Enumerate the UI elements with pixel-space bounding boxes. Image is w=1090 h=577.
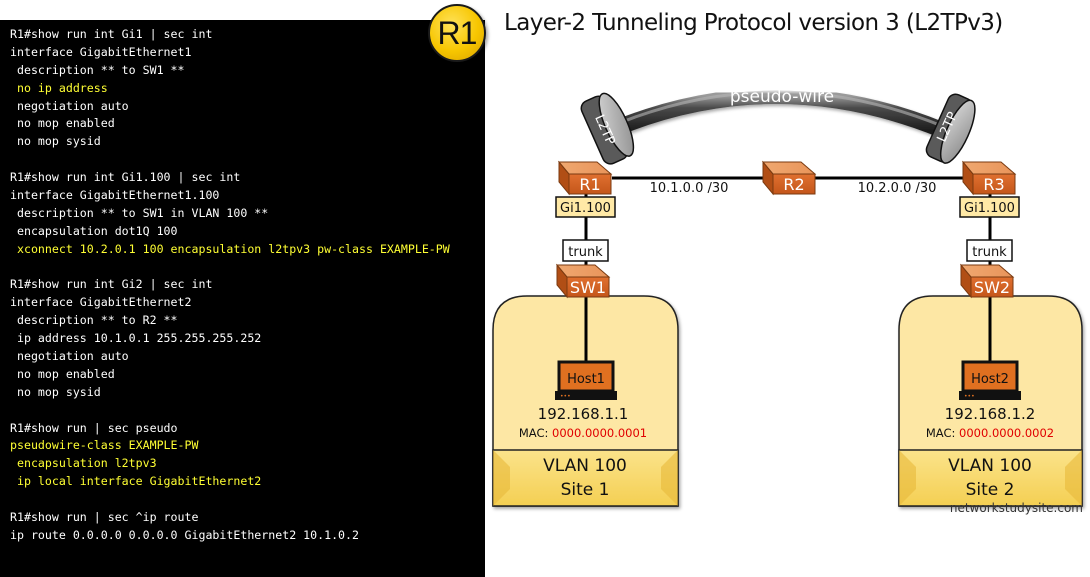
- link-label-r2-r3: 10.2.0.0 /30: [858, 181, 937, 196]
- cli-line: ip route 0.0.0.0 0.0.0.0 GigabitEthernet…: [10, 527, 360, 542]
- host2-mac: MAC: 0000.0000.0002: [926, 426, 1054, 440]
- svg-text:trunk: trunk: [972, 245, 1007, 260]
- cli-line-highlighted: encapsulation l2tpv3: [10, 456, 157, 471]
- router-r1-label: R1: [579, 175, 600, 194]
- cli-line: R1#show run int Gi1.100 | sec int: [10, 170, 241, 185]
- site1-vlan: VLAN 100: [543, 456, 627, 476]
- trunk-label-site2: trunk: [966, 239, 1013, 262]
- link-label-r1-r2: 10.1.0.0 /30: [650, 181, 729, 196]
- interface-label-r3: Gi1.100: [959, 196, 1020, 218]
- cli-output-panel: R1#show run int Gi1 | sec int interface G…: [0, 20, 485, 577]
- pseudowire-label: pseudo-wire: [730, 87, 834, 107]
- watermark: networkstudysite.com: [950, 501, 1083, 515]
- switch-sw2: SW2: [959, 263, 1015, 299]
- site2-vlan: VLAN 100: [948, 456, 1032, 476]
- site-area-1: [492, 295, 679, 507]
- cli-line: no mop sysid: [10, 384, 101, 399]
- cli-line: description ** to R2 **: [10, 313, 178, 328]
- switch-sw1: SW1: [555, 263, 611, 299]
- router-r3: R3: [961, 160, 1017, 196]
- svg-text:Gi1.100: Gi1.100: [560, 201, 611, 216]
- cli-line: ip address 10.1.0.1 255.255.255.252: [10, 331, 262, 346]
- router-r2-label: R2: [783, 175, 804, 194]
- cli-line: R1#show run int Gi1 | sec int: [10, 27, 213, 41]
- cli-line: encapsulation dot1Q 100: [10, 223, 178, 238]
- cli-line: no mop enabled: [10, 116, 115, 131]
- cli-line: interface GigabitEthernet2: [10, 295, 192, 310]
- switch-sw1-label: SW1: [570, 278, 606, 297]
- cli-output-lines: R1#show run int Gi1 | sec int interface G…: [10, 26, 450, 545]
- cli-line: interface GigabitEthernet1: [10, 44, 192, 59]
- cli-line-highlighted: pseudowire-class EXAMPLE-PW: [10, 438, 199, 453]
- site-area-2: [898, 295, 1083, 507]
- cli-line: no mop sysid: [10, 134, 101, 149]
- pseudowire-tunnel: pseudo-wire: [604, 87, 950, 138]
- host1-label: Host1: [567, 372, 605, 387]
- site1-name: Site 1: [561, 480, 610, 500]
- cli-line: interface GigabitEthernet1.100: [10, 188, 220, 203]
- cli-line: negotiation auto: [10, 349, 129, 364]
- router-r1: R1: [557, 160, 613, 196]
- switch-sw2-label: SW2: [974, 278, 1010, 297]
- cli-line: R1#show run | sec ^ip route: [10, 510, 199, 525]
- host2-icon: ••• Host2: [959, 360, 1021, 400]
- host1-icon: ••• Host1: [555, 360, 617, 400]
- device-badge-r1: R1: [428, 4, 486, 62]
- interface-label-r1: Gi1.100: [555, 196, 616, 218]
- site2-name: Site 2: [966, 480, 1015, 500]
- svg-text:Gi1.100: Gi1.100: [964, 201, 1015, 216]
- cli-line: no mop enabled: [10, 366, 115, 381]
- router-r2: R2: [761, 160, 817, 196]
- cli-line-highlighted: no ip address: [10, 80, 108, 95]
- cli-line: R1#show run int Gi2 | sec int: [10, 277, 213, 292]
- cli-line-highlighted: xconnect 10.2.0.1 100 encapsulation l2tp…: [10, 241, 450, 256]
- host2-ip: 192.168.1.2: [945, 405, 1036, 423]
- host1-mac: MAC: 0000.0000.0001: [519, 426, 647, 440]
- svg-text:trunk: trunk: [568, 245, 603, 260]
- router-r3-label: R3: [983, 175, 1004, 194]
- trunk-label-site1: trunk: [562, 239, 609, 262]
- cli-line-highlighted: ip local interface GigabitEthernet2: [10, 474, 262, 489]
- l2tp-endpoint-left: L2TP: [580, 92, 635, 165]
- cli-line: R1#show run | sec pseudo: [10, 420, 178, 435]
- host2-label: Host2: [971, 372, 1009, 387]
- cli-line: negotiation auto: [10, 98, 129, 113]
- diagram-title: Layer-2 Tunneling Protocol version 3 (L2…: [504, 10, 1003, 36]
- svg-text:•••: •••: [560, 393, 571, 400]
- cli-line: description ** to SW1 **: [10, 62, 185, 77]
- cli-line: description ** to SW1 in VLAN 100 **: [10, 205, 269, 220]
- svg-text:•••: •••: [964, 393, 975, 400]
- host1-ip: 192.168.1.1: [538, 405, 629, 423]
